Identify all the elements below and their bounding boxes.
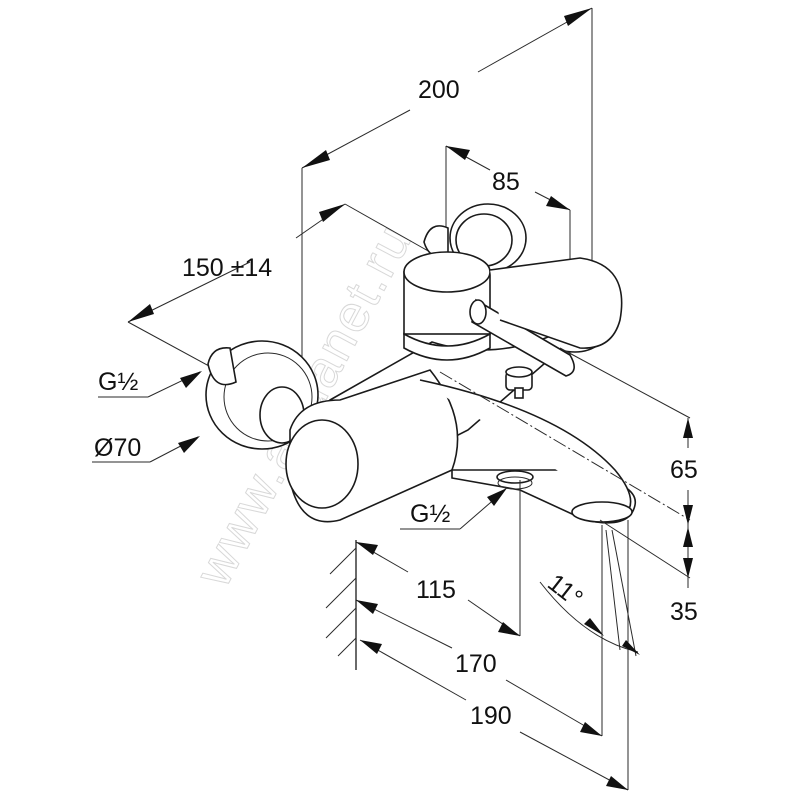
label-inlet-thread: G½: [98, 368, 138, 396]
label-shower-outlet: 115: [416, 576, 456, 604]
dimension-inlet-centers: 150 ±14: [127, 203, 431, 411]
label-spout-tip-projection: 190: [470, 702, 512, 730]
label-inlet-centers: 150 ±14: [182, 254, 272, 282]
label-spout-drop: 35: [670, 598, 698, 626]
callout-outlet-thread: G½: [400, 488, 507, 530]
callout-inlet-thread: G½: [98, 368, 202, 398]
label-body-height: 65: [670, 456, 698, 484]
wall-hatch: [325, 540, 357, 670]
dimension-shower-outlet: 115: [355, 480, 521, 637]
mixer-illustration: [205, 203, 636, 524]
label-flange-diameter: Ø70: [94, 434, 141, 462]
dimension-spout-drop: 35: [599, 519, 698, 626]
dimension-spout-projection: 170: [355, 525, 603, 737]
dimension-overall-width: 200: [301, 7, 593, 420]
label-outlet-thread: G½: [410, 500, 450, 528]
dimension-body-height: 65: [559, 347, 698, 525]
callout-flange-diameter: Ø70: [92, 434, 200, 463]
dimension-spout-tip-projection: 190: [359, 520, 629, 791]
label-overall-width: 200: [418, 76, 460, 104]
centerline: [439, 371, 691, 521]
dimension-spout-angle: 11°: [539, 529, 640, 657]
label-lever-offset: 85: [492, 168, 520, 196]
label-spout-angle: 11°: [542, 569, 588, 613]
label-spout-projection: 170: [455, 650, 497, 678]
